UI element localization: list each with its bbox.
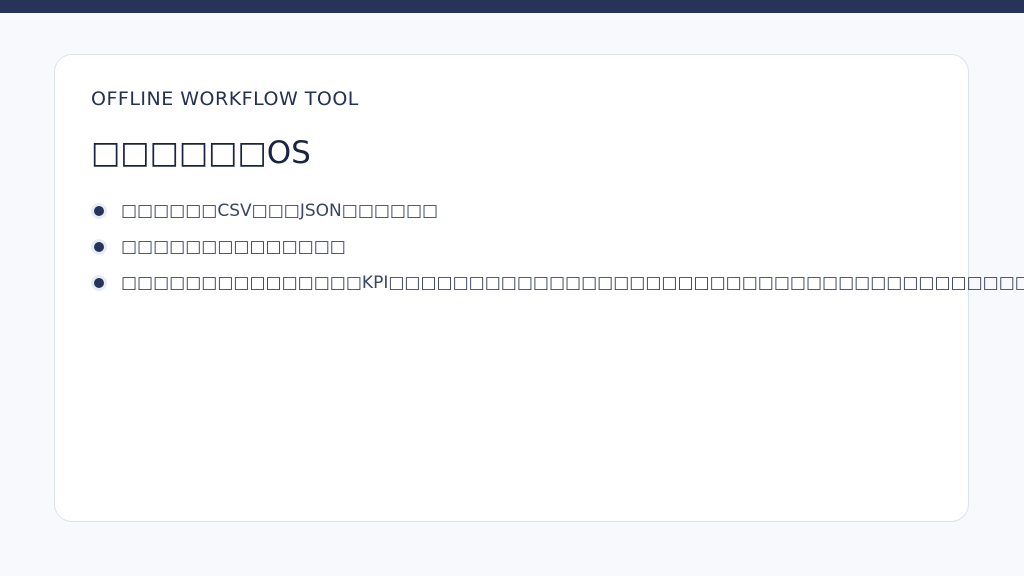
top-accent-bar [0,0,1024,13]
list-item-text: □□□□□□□□□□□□□□ [121,237,346,257]
list-item-text: □□□□□□CSV□□□JSON□□□□□□ [121,201,439,221]
bullet-dot-icon [94,242,104,252]
list-item-text: □□□□□□□□□□□□□□□KPI□□□□□□□□□□□□□□□□□□□□□□… [121,273,1024,293]
list-item: □□□□□□CSV□□□JSON□□□□□□ [91,193,932,229]
list-item: □□□□□□□□□□□□□□□KPI□□□□□□□□□□□□□□□□□□□□□□… [91,265,1024,301]
page-title: □□□□□□OS [91,135,311,171]
content-card: OFFLINE WORKFLOW TOOL □□□□□□OS □□□□□□CSV… [54,54,1024,522]
bullet-dot-icon [94,206,104,216]
list-item: □□□□□□□□□□□□□□ [91,229,932,265]
eyebrow-label: OFFLINE WORKFLOW TOOL [91,88,359,110]
bullet-dot-icon [94,278,104,288]
feature-list: □□□□□□CSV□□□JSON□□□□□□ □□□□□□□□□□□□□□ □□… [91,193,1024,301]
